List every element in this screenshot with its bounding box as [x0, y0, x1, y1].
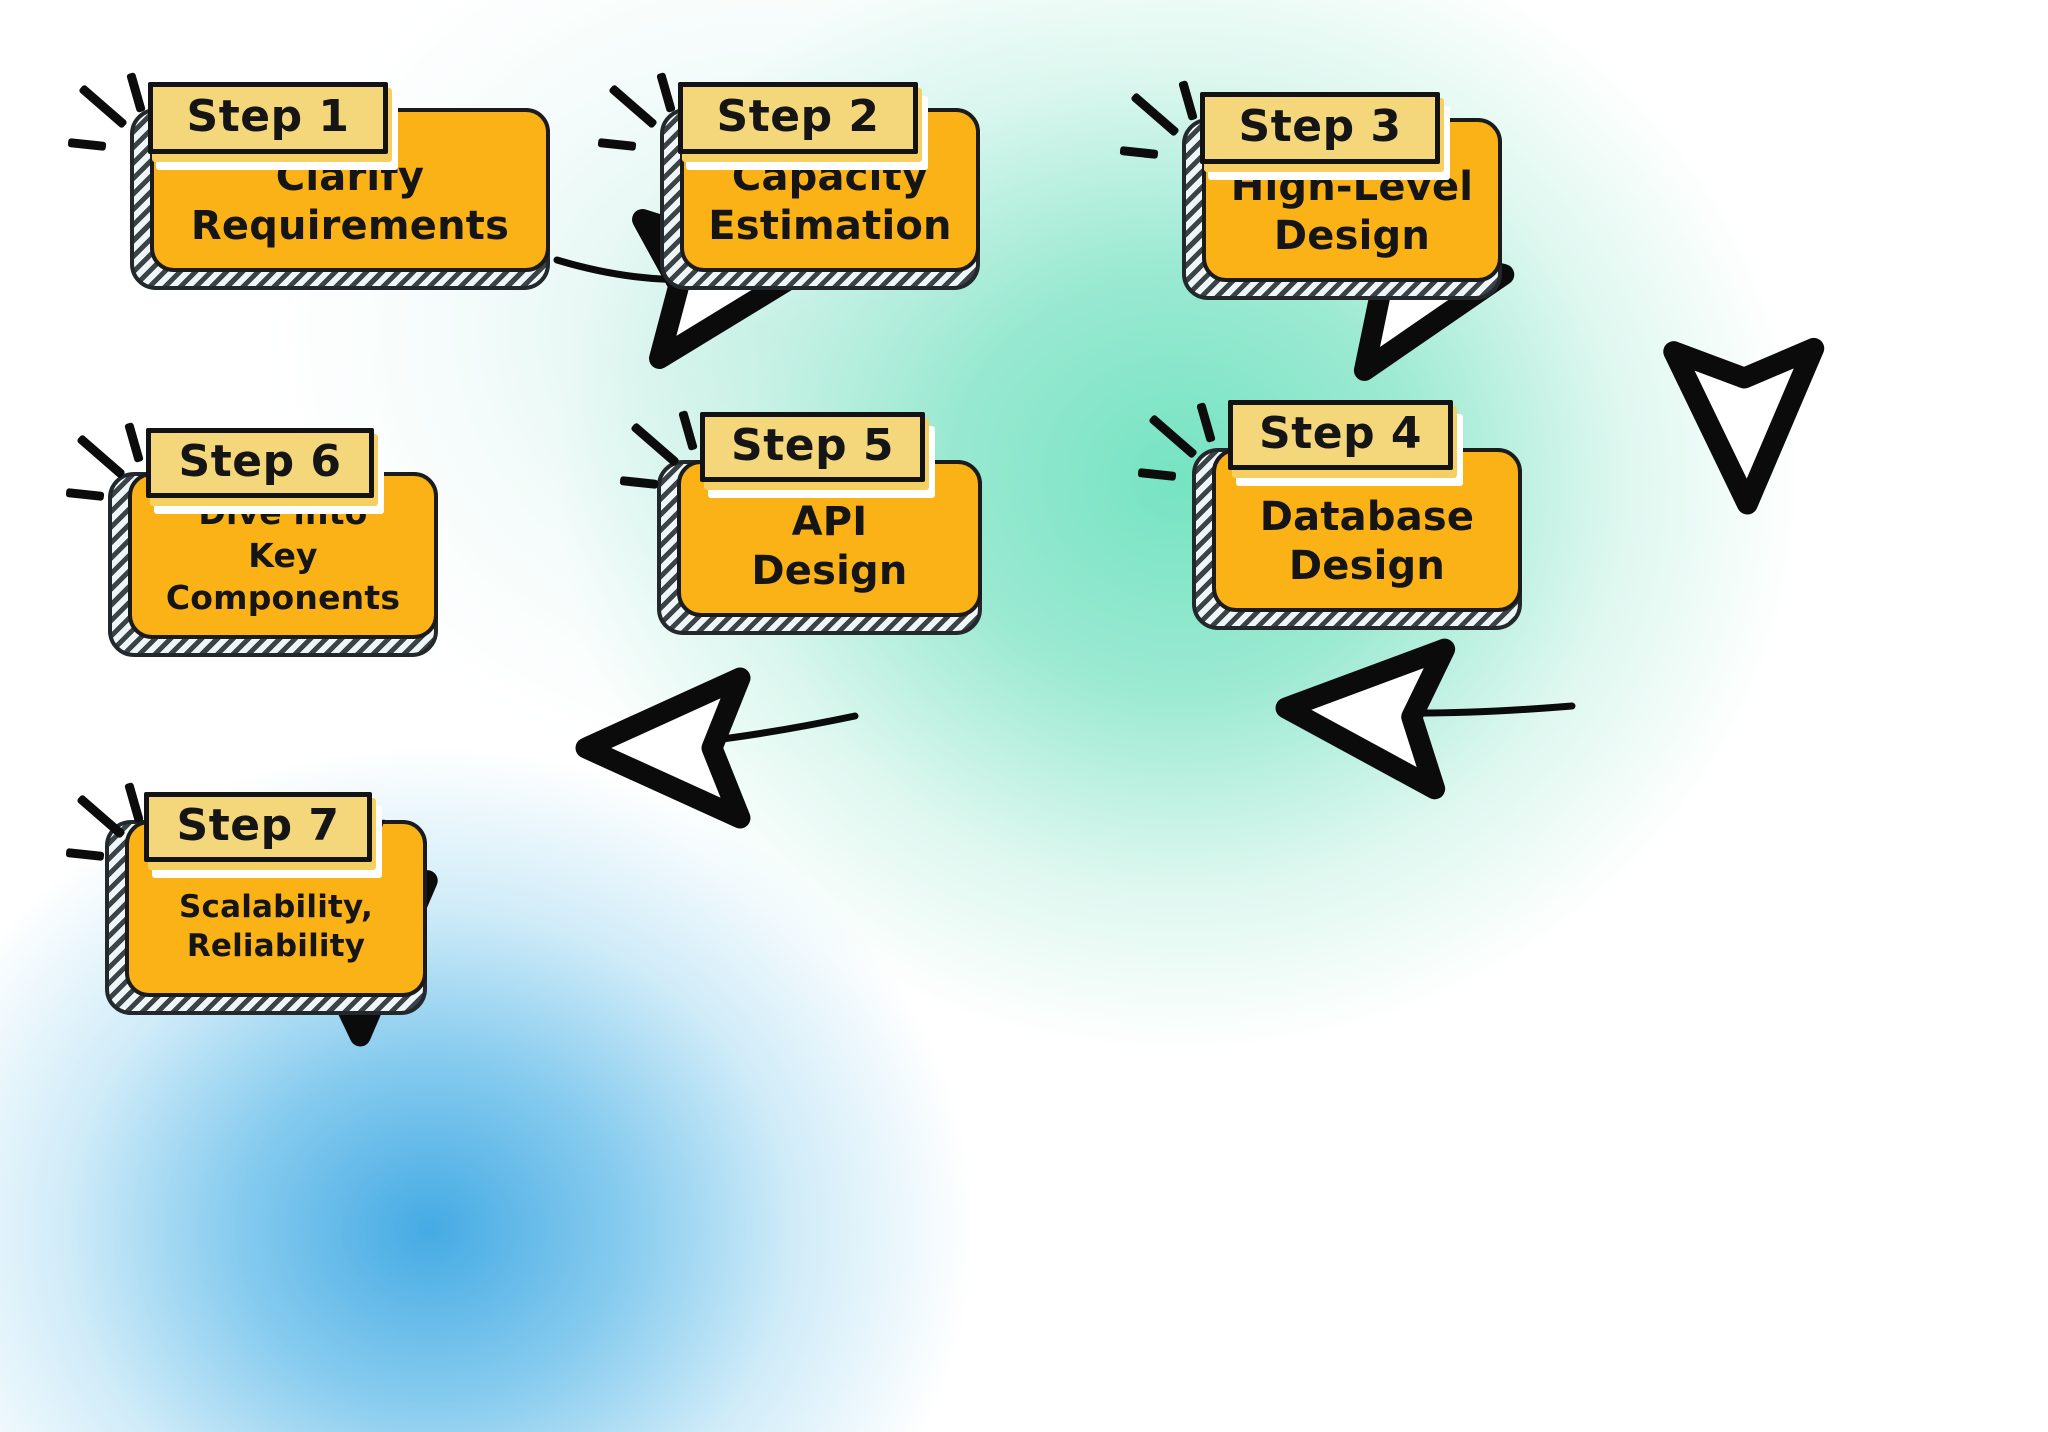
tab-card: Step 6: [146, 428, 374, 498]
tab-step6[interactable]: Step 6: [146, 428, 384, 514]
node-label: API Design: [751, 498, 908, 595]
spark-icon: [1137, 402, 1230, 500]
tab-card: Step 3: [1200, 92, 1440, 164]
tab-step1[interactable]: Step 1: [148, 82, 398, 170]
tab-card: Step 2: [678, 82, 918, 154]
tab-card: Step 7: [144, 792, 372, 862]
spark-icon: [65, 782, 158, 880]
tab-label: Step 1: [186, 90, 350, 142]
edge-step5-step6: [575, 667, 859, 829]
tab-card: Step 4: [1228, 400, 1453, 470]
tab-step7[interactable]: Step 7: [144, 792, 382, 878]
spark-icon: [619, 410, 712, 508]
tab-label: Step 4: [1259, 407, 1422, 459]
tab-label: Step 7: [176, 799, 340, 851]
tab-card: Step 5: [700, 412, 925, 482]
tab-label: Step 2: [716, 90, 880, 142]
tab-step2[interactable]: Step 2: [678, 82, 928, 170]
tab-step3[interactable]: Step 3: [1200, 92, 1450, 180]
tab-card: Step 1: [148, 82, 388, 154]
spark-icon: [597, 72, 690, 170]
spark-icon: [67, 72, 160, 170]
edge-step3-step4: [1663, 337, 1825, 515]
edge-step4-step5: [1275, 638, 1576, 800]
tab-step4[interactable]: Step 4: [1228, 400, 1463, 486]
node-label: Database Design: [1259, 493, 1475, 590]
spark-icon: [65, 422, 158, 520]
tab-step5[interactable]: Step 5: [700, 412, 935, 498]
tab-label: Step 6: [178, 435, 342, 487]
tab-label: Step 5: [731, 419, 894, 471]
tab-label: Step 3: [1238, 100, 1402, 152]
spark-icon: [1119, 80, 1212, 178]
